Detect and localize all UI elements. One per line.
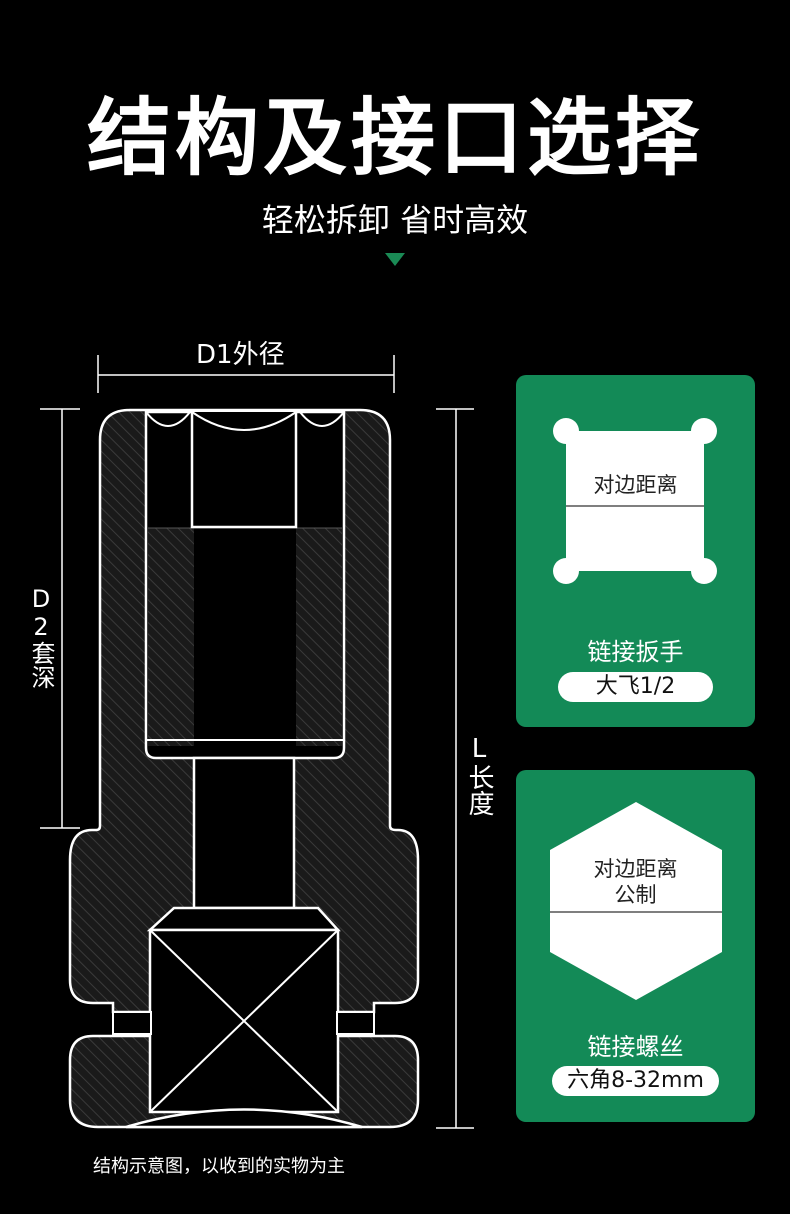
wrench-interface-card: 对边距离 链接扳手 大飞1/2 <box>516 375 755 727</box>
wrench-size-pill: 大飞1/2 <box>558 672 713 702</box>
hatch-left <box>148 528 194 746</box>
page-subtitle: 轻松拆卸 省时高效 <box>261 201 529 239</box>
hatch-right <box>296 528 342 746</box>
l-dimension-line <box>436 408 474 1129</box>
square-across-flats-label: 对边距离 <box>593 473 678 497</box>
drive-bottom-arc <box>125 1108 363 1129</box>
drive-cross-b <box>149 929 339 1113</box>
hex-cavity-arcs <box>145 411 345 431</box>
wrench-connect-label: 链接扳手 <box>587 638 684 666</box>
hex-cavity <box>190 412 298 529</box>
l-label: L长度 <box>464 734 494 816</box>
socket-diagram <box>40 355 474 1129</box>
d2-dimension-line <box>40 408 80 829</box>
d1-dimension-line <box>97 355 395 393</box>
diagram-caption: 结构示意图，以收到的实物为主 <box>93 1156 345 1177</box>
hexagon-icon <box>550 802 722 1000</box>
page-title: 结构及接口选择 <box>86 89 703 187</box>
screw-size-pill: 六角8-32mm <box>552 1066 719 1096</box>
d1-label: D1外径 <box>196 340 285 370</box>
down-arrow-icon <box>385 253 405 266</box>
d2-label: D2套深 <box>27 585 55 689</box>
ring-groove-left <box>112 1011 152 1035</box>
ring-groove-right <box>336 1011 375 1035</box>
hex-metric-label: 公制 <box>614 883 657 907</box>
screw-connect-label: 链接螺丝 <box>587 1033 684 1061</box>
screw-interface-card: 对边距离 公制 链接螺丝 六角8-32mm <box>516 770 755 1122</box>
socket-neck <box>192 756 296 910</box>
hex-across-flats-label: 对边距离 <box>593 857 678 881</box>
square-drive-top <box>146 906 341 932</box>
square-drive-icon <box>553 418 717 584</box>
